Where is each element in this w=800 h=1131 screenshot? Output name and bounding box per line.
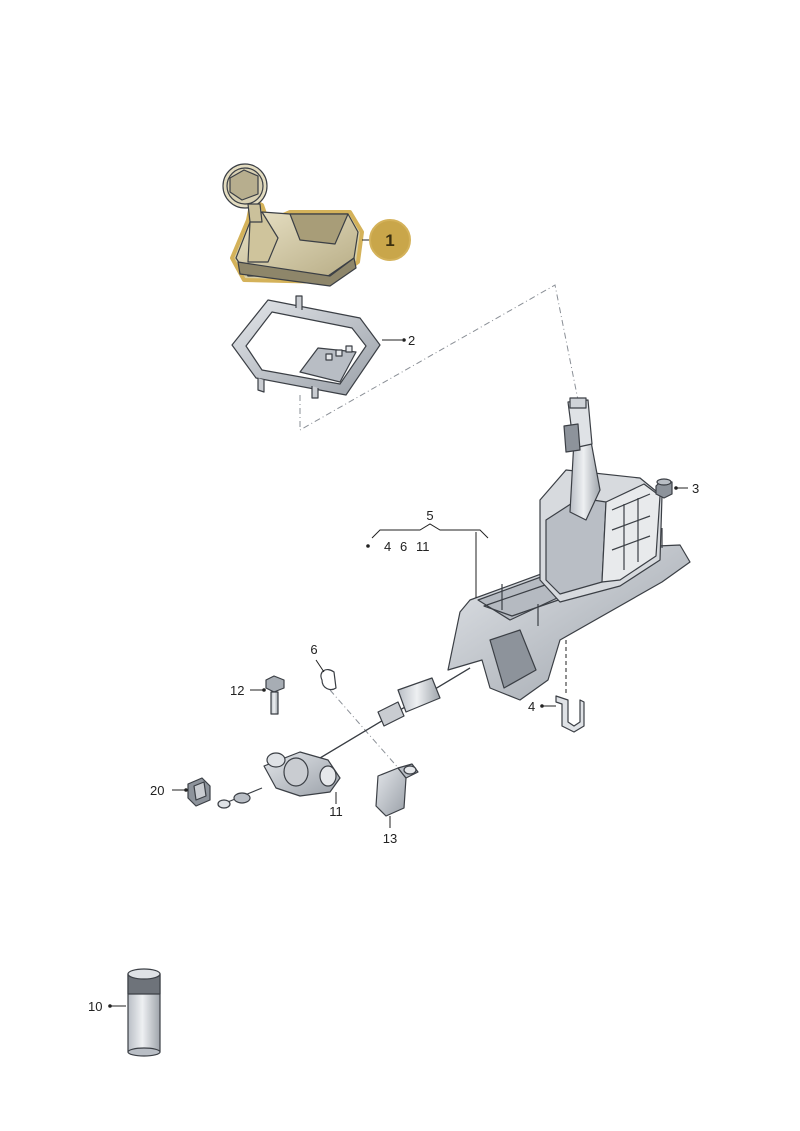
callout-2-label: 2 <box>408 333 415 348</box>
callout-5-sub-c: 11 <box>416 539 430 554</box>
gear-knob-boot-part[interactable] <box>222 163 364 287</box>
circlip-part[interactable] <box>320 668 337 691</box>
callout-10[interactable]: 10 <box>88 999 126 1014</box>
callout-5-sub-a: 4 <box>384 539 391 554</box>
bolt-part[interactable] <box>265 675 285 715</box>
callout-6[interactable]: 6 <box>310 642 325 673</box>
grommet-part[interactable] <box>187 777 211 807</box>
assembly-lines <box>299 284 579 771</box>
callout-10-label: 10 <box>88 999 102 1014</box>
callout-3[interactable]: 3 <box>674 481 699 496</box>
lubricant-can-part[interactable] <box>127 968 161 1057</box>
callout-1-label: 1 <box>385 231 394 250</box>
nut-part[interactable] <box>655 478 673 499</box>
callout-12-label: 12 <box>230 683 244 698</box>
callout-13-label: 13 <box>383 831 397 846</box>
callout-1-badge[interactable]: 1 <box>362 219 411 261</box>
shift-cable-part[interactable] <box>217 667 471 809</box>
callout-5-group[interactable]: 5 4 6 11 <box>366 508 489 598</box>
retaining-clip-part[interactable] <box>555 640 585 733</box>
callout-5-label: 5 <box>426 508 433 523</box>
shift-mechanism-housing-part[interactable] <box>447 397 691 701</box>
callout-20-label: 20 <box>150 783 164 798</box>
callout-11[interactable]: 11 <box>329 792 343 819</box>
callout-3-label: 3 <box>692 481 699 496</box>
callout-5-sub-b: 6 <box>400 539 407 554</box>
trim-frame-part[interactable] <box>231 295 381 399</box>
callout-4-label: 4 <box>528 699 535 714</box>
callout-13[interactable]: 13 <box>383 816 397 846</box>
callout-11-label: 11 <box>329 804 343 819</box>
callout-4[interactable]: 4 <box>528 699 556 714</box>
callout-2[interactable]: 2 <box>382 333 415 348</box>
callout-6-label: 6 <box>310 642 317 657</box>
connector-part[interactable] <box>375 763 419 817</box>
callout-20[interactable]: 20 <box>150 783 188 798</box>
callout-12[interactable]: 12 <box>230 683 266 698</box>
